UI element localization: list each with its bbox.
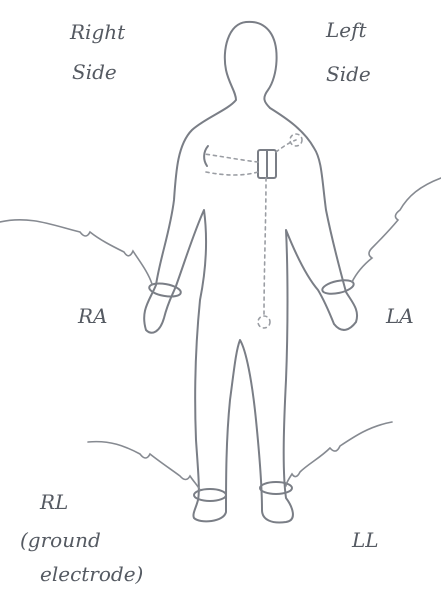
body-outline (144, 22, 357, 523)
label-rl: RL (40, 490, 68, 514)
lead-down (264, 178, 266, 316)
label-rl-ground: (ground (20, 528, 101, 552)
lead-to-left (276, 140, 296, 152)
label-right-side-2: Side (72, 60, 117, 84)
label-right-side-1: Right (70, 20, 125, 44)
label-rl-electrode: electrode) (40, 562, 143, 586)
la-wire (352, 178, 441, 282)
label-left-side-2: Side (326, 62, 371, 86)
right-chest-electrode (204, 146, 208, 166)
label-la: LA (386, 304, 414, 328)
label-ll: LL (352, 528, 379, 552)
lower-electrode (258, 316, 270, 328)
lead-to-right (204, 154, 258, 162)
label-left-side-1: Left (326, 18, 367, 42)
label-ra: RA (78, 304, 108, 328)
la-band (321, 278, 355, 296)
ra-wire (0, 220, 152, 284)
rl-wire (88, 442, 200, 490)
ll-wire (286, 422, 392, 486)
lead-chest-line (206, 172, 258, 175)
